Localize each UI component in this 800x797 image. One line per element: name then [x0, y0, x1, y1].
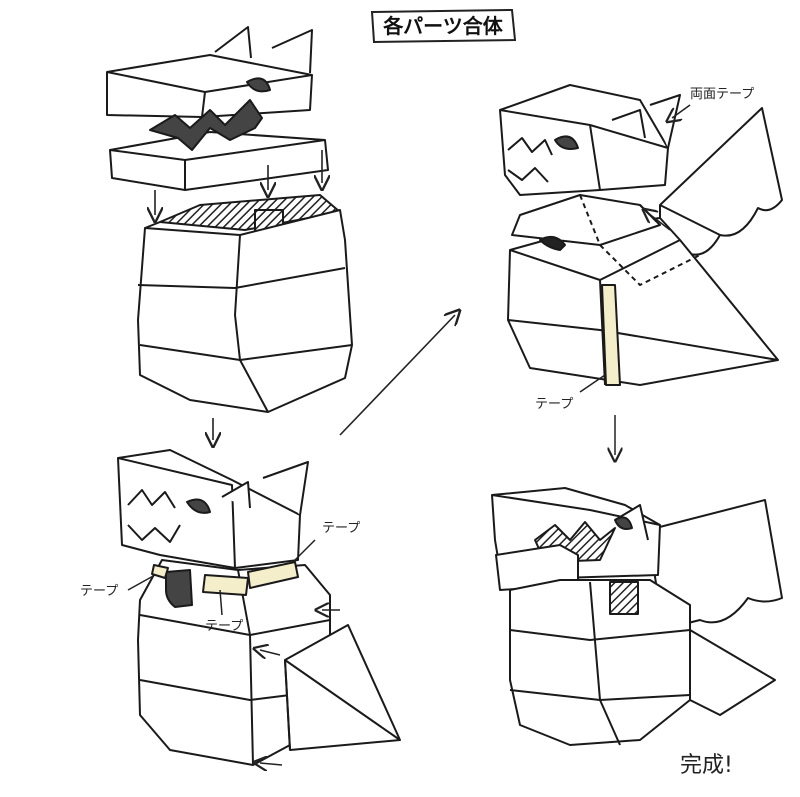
step1-head: [106, 26, 329, 191]
diagonal-arrow: [339, 315, 455, 436]
page-title: 各パーツ合体: [382, 14, 504, 38]
step1-body: [137, 194, 353, 413]
step4-figure: [491, 487, 783, 746]
tape-label-step2-center: テープ: [205, 619, 243, 634]
tape-label-step2-left: テープ: [80, 584, 118, 599]
step3-figure: [499, 84, 783, 386]
double-sided-tape-label: 両面テープ: [690, 87, 754, 102]
tape-label-step3: テープ: [535, 397, 573, 412]
tape-label-step2-right: テープ: [322, 521, 360, 536]
step3-arrows: [579, 104, 691, 455]
step1-arrows: [155, 150, 322, 440]
step2-figure: [117, 449, 401, 766]
title-box: 各パーツ合体: [370, 8, 517, 44]
step2-arrows: [127, 539, 340, 765]
complete-label: 完成!: [680, 753, 733, 778]
